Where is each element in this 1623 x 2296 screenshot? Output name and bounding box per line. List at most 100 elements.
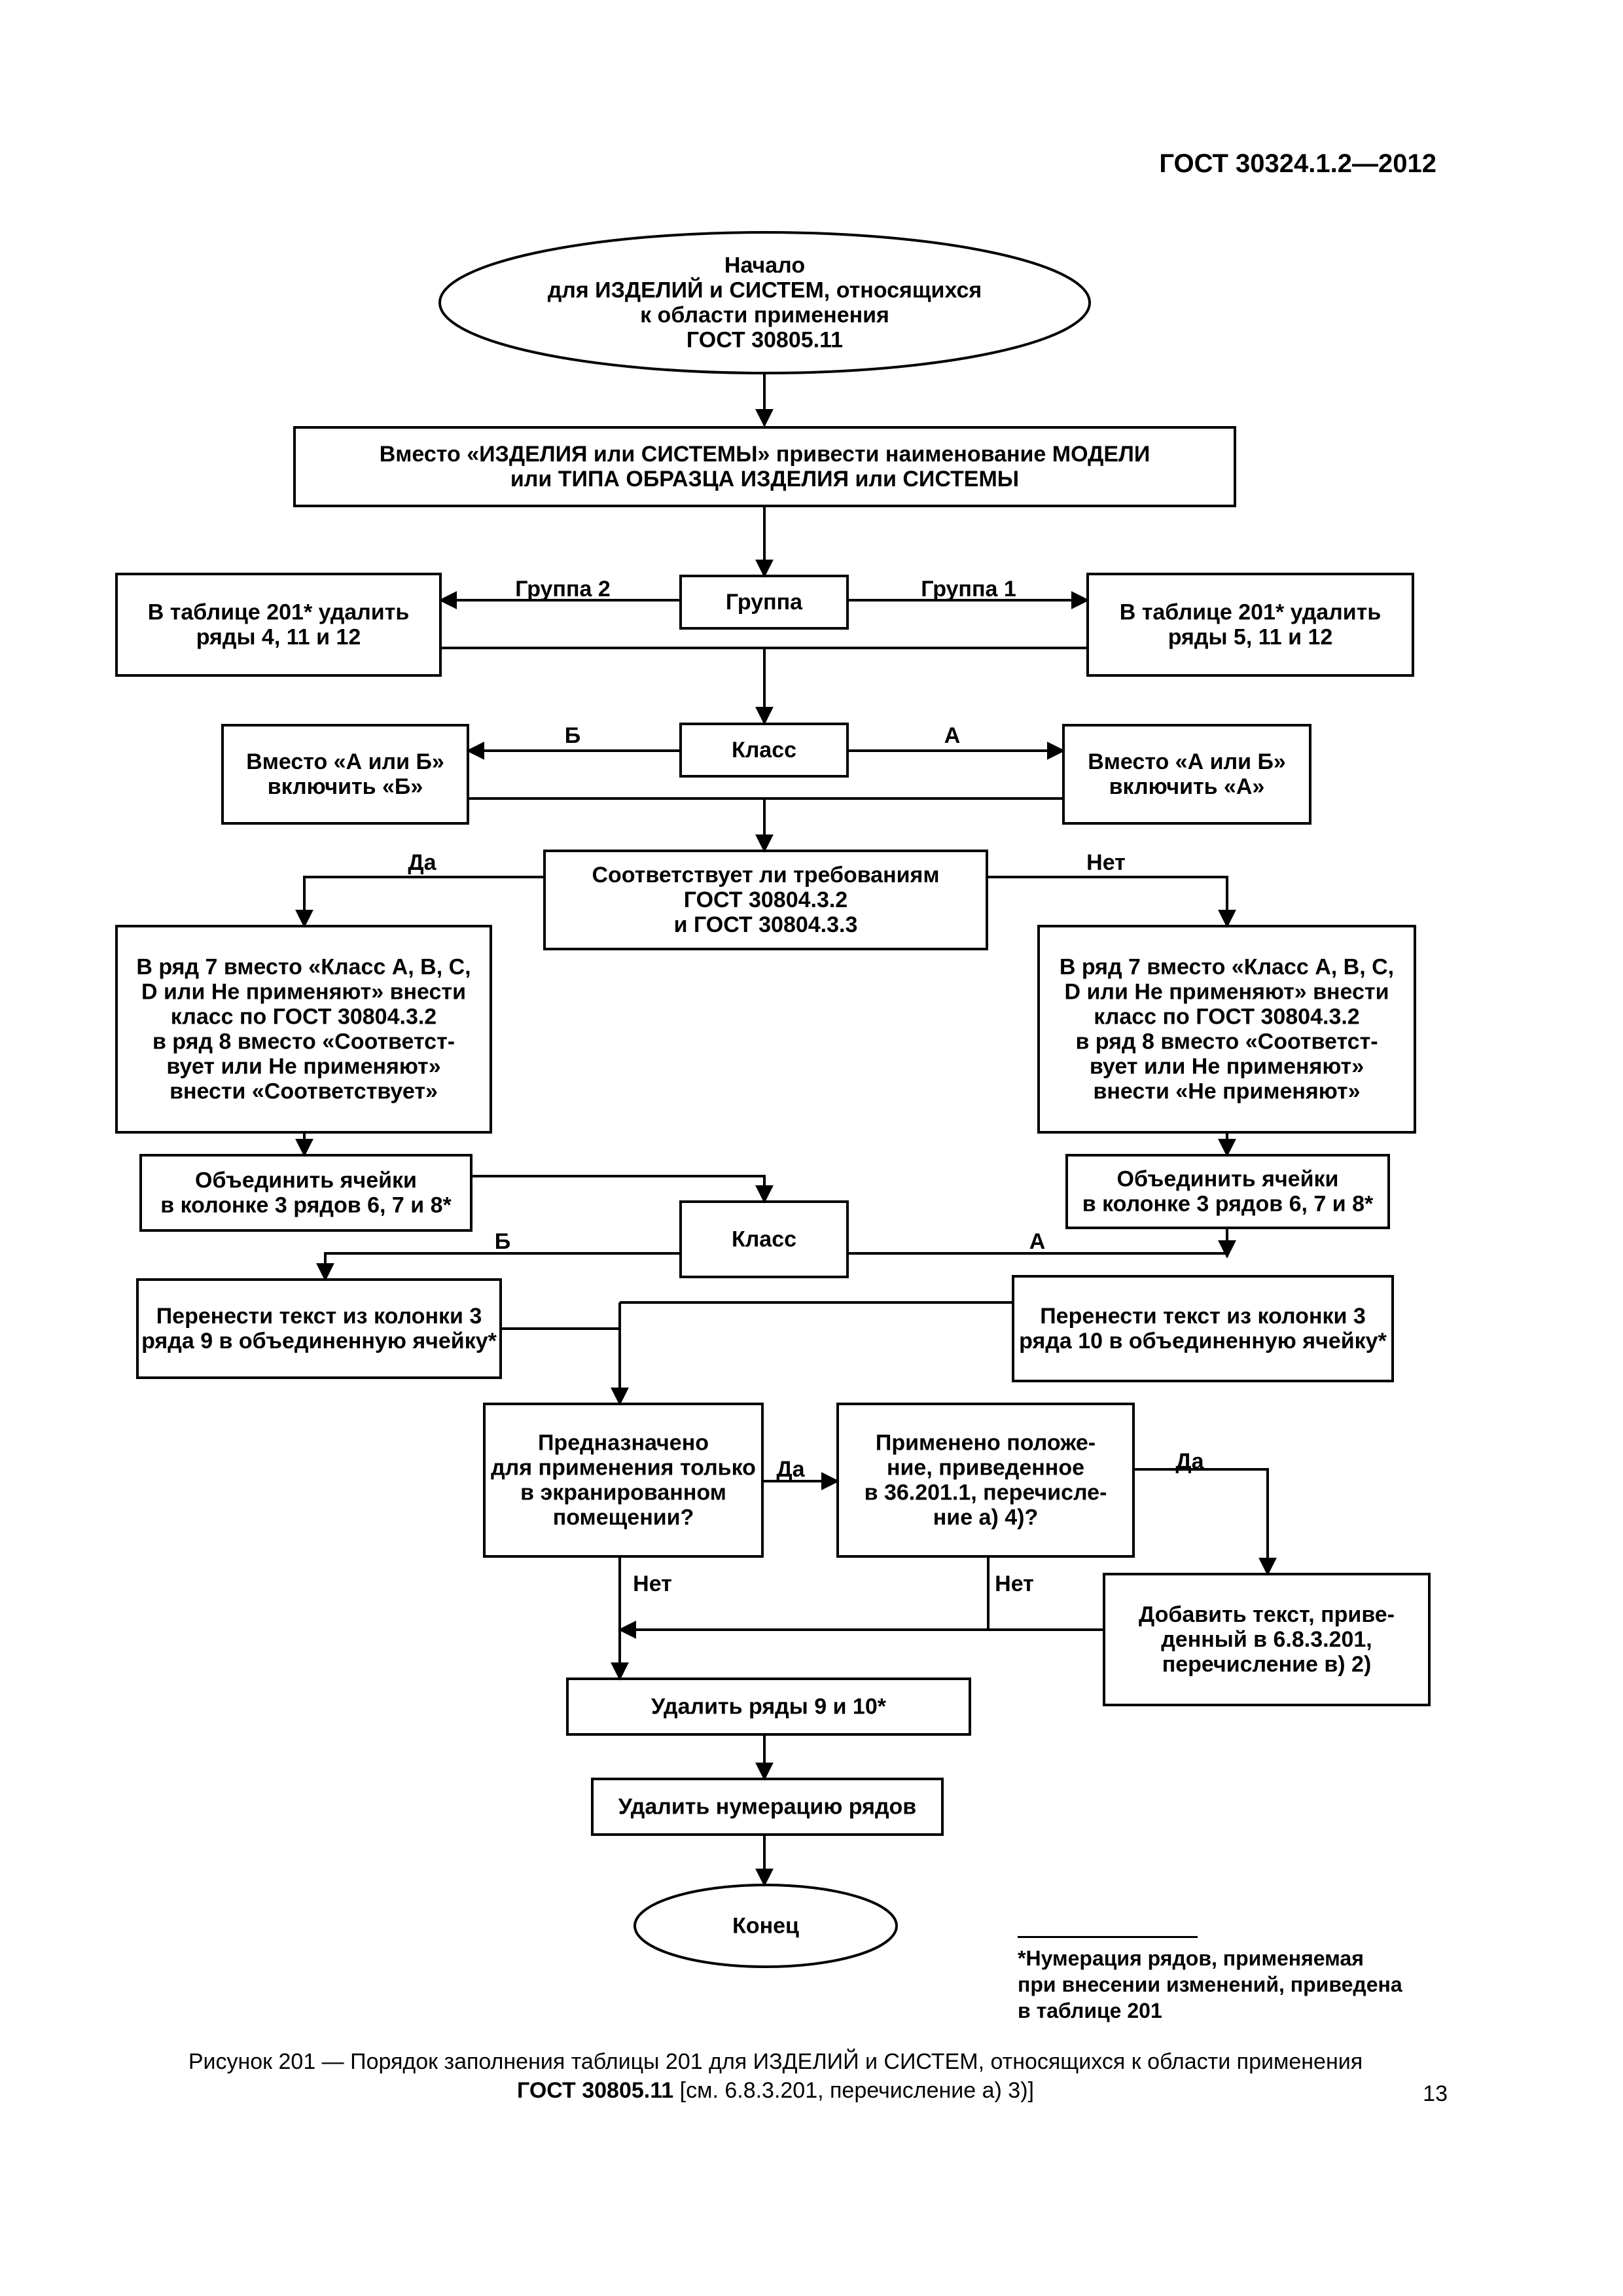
node-shape bbox=[633, 1884, 898, 1968]
node-text-line: Конец bbox=[732, 1914, 799, 1939]
node-text-line: Вместо «ИЗДЕЛИЯ или СИСТЕМЫ» привести на… bbox=[380, 442, 1150, 467]
edge-label-class1-a: А bbox=[944, 723, 961, 748]
node-text-line: Вместо «А или Б» bbox=[1088, 749, 1286, 774]
caption-line-1: Рисунок 201 — Порядок заполнения таблицы… bbox=[188, 2049, 1363, 2074]
node-text-line: Группа bbox=[726, 590, 803, 615]
node-group: Группа bbox=[679, 575, 849, 630]
node-text-line: ряды 5, 11 и 12 bbox=[1168, 625, 1333, 650]
node-row7-yes: В ряд 7 вместо «Класс А, В, С,D или Не п… bbox=[115, 925, 492, 1134]
edge-complies-no bbox=[987, 876, 1236, 928]
edge-applied-yes bbox=[1133, 1468, 1277, 1576]
node-text-line: для применения только bbox=[491, 1456, 756, 1480]
caption-standard: ГОСТ 30805.11 bbox=[517, 2078, 674, 2103]
node-text-line: Объединить ячейки bbox=[1117, 1167, 1339, 1192]
edge-label-shielded-no: Нет bbox=[633, 1571, 672, 1596]
node-delete-9-10: Удалить ряды 9 и 10* bbox=[566, 1677, 971, 1736]
node-class2: Класс bbox=[679, 1200, 849, 1278]
node-shape bbox=[679, 1200, 849, 1278]
node-shape bbox=[136, 1278, 502, 1379]
node-text-line: включить «Б» bbox=[268, 774, 423, 799]
node-shape bbox=[1086, 573, 1414, 677]
node-shape bbox=[438, 231, 1091, 374]
node-shape bbox=[1062, 724, 1311, 825]
edge-label-class2-a: А bbox=[1029, 1229, 1046, 1254]
node-text-line: В таблице 201* удалить bbox=[148, 600, 409, 625]
caption-line-2: ГОСТ 30805.11 [см. 6.8.3.201, перечислен… bbox=[105, 2076, 1446, 2105]
node-replace-name: Вместо «ИЗДЕЛИЯ или СИСТЕМЫ» привести на… bbox=[293, 426, 1236, 507]
node-shape bbox=[1037, 925, 1416, 1134]
node-shape bbox=[543, 850, 988, 950]
edge-label-class1-b: Б bbox=[565, 723, 580, 748]
figure-caption: Рисунок 201 — Порядок заполнения таблицы… bbox=[105, 2047, 1446, 2105]
footnote: *Нумерация рядов, применяемая при внесен… bbox=[1018, 1945, 1402, 2024]
node-text-line: Применено положе- bbox=[876, 1431, 1096, 1456]
edge-label-complies-yes: Да bbox=[408, 850, 437, 875]
node-shape bbox=[115, 573, 442, 677]
node-text-line: Вместо «А или Б» bbox=[246, 749, 444, 774]
node-text-line: ряда 9 в объединенную ячейку* bbox=[141, 1329, 497, 1354]
node-text-line: В ряд 7 вместо «Класс А, В, С, bbox=[136, 955, 471, 980]
edge-label-group-1: Группа 1 bbox=[921, 577, 1016, 601]
node-text-line: Класс bbox=[732, 1227, 796, 1252]
node-shape bbox=[836, 1403, 1135, 1558]
node-text-line: в колонке 3 рядов 6, 7 и 8* bbox=[160, 1193, 452, 1218]
node-shape bbox=[591, 1778, 944, 1836]
node-text-line: внести «Соответствует» bbox=[169, 1079, 438, 1104]
node-text-line: вует или Не применяют» bbox=[166, 1054, 440, 1079]
node-text-line: Удалить ряды 9 и 10* bbox=[651, 1695, 887, 1719]
node-text-line: в экранированном bbox=[520, 1480, 726, 1505]
edge-class2-b bbox=[316, 1252, 681, 1282]
node-text-line: ГОСТ 30805.11 bbox=[687, 328, 843, 353]
page-number: 13 bbox=[1423, 2081, 1448, 2106]
node-text-line: Начало bbox=[724, 253, 805, 278]
node-text-line: В таблице 201* удалить bbox=[1120, 600, 1381, 625]
node-text-line: ряда 10 в объединенную ячейку* bbox=[1019, 1329, 1387, 1354]
node-include-a: Вместо «А или Б»включить «А» bbox=[1062, 724, 1311, 825]
footnote-line: *Нумерация рядов, применяемая bbox=[1018, 1946, 1364, 1970]
edge-label-group-2: Группа 2 bbox=[515, 577, 611, 601]
edge-label-applied-no: Нет bbox=[995, 1571, 1034, 1596]
node-text-line: для ИЗДЕЛИЙ и СИСТЕМ, относящихся bbox=[548, 278, 982, 303]
node-text-line: вует или Не применяют» bbox=[1090, 1054, 1364, 1079]
node-shape bbox=[221, 724, 469, 825]
node-text-line: помещении? bbox=[553, 1505, 694, 1530]
node-text-line: Перенести текст из колонки 3 bbox=[1040, 1304, 1366, 1329]
node-add-text: Добавить текст, приве-денный в 6.8.3.201… bbox=[1103, 1573, 1431, 1706]
node-row7-no: В ряд 7 вместо «Класс А, В, С,D или Не п… bbox=[1037, 925, 1416, 1134]
footnote-rule bbox=[1018, 1936, 1198, 1938]
edge-label-shielded-yes: Да bbox=[776, 1457, 805, 1482]
node-shape bbox=[566, 1677, 971, 1736]
node-shape bbox=[1012, 1275, 1394, 1382]
node-text-line: в колонке 3 рядов 6, 7 и 8* bbox=[1082, 1192, 1374, 1217]
node-shape bbox=[679, 575, 849, 630]
edge-label-applied-yes: Да bbox=[1175, 1449, 1204, 1474]
node-shape bbox=[1065, 1154, 1390, 1229]
node-text-line: Предназначено bbox=[538, 1431, 709, 1456]
node-text-line: Перенести текст из колонки 3 bbox=[156, 1304, 482, 1329]
node-text-line: Класс bbox=[732, 738, 796, 762]
node-text-line: В ряд 7 вместо «Класс А, В, С, bbox=[1060, 955, 1394, 980]
node-class1: Класс bbox=[679, 723, 849, 778]
node-text-line: ГОСТ 30804.3.2 bbox=[684, 888, 847, 912]
node-text-line: перечисление в) 2) bbox=[1162, 1652, 1372, 1677]
node-shape bbox=[483, 1403, 764, 1558]
node-text-line: Добавить текст, приве- bbox=[1139, 1602, 1395, 1627]
doc-code: ГОСТ 30324.1.2—2012 bbox=[1159, 149, 1436, 178]
caption-reference: [см. 6.8.3.201, перечисление а) 3)] bbox=[673, 2078, 1034, 2103]
node-text-line: Объединить ячейки bbox=[195, 1168, 417, 1193]
edge-label-class2-b: Б bbox=[495, 1229, 510, 1254]
node-text-line: или ТИПА ОБРАЗЦА ИЗДЕЛИЯ или СИСТЕМЫ bbox=[510, 467, 1019, 492]
node-text-line: денный в 6.8.3.201, bbox=[1161, 1627, 1372, 1652]
edge-label-complies-no: Нет bbox=[1086, 850, 1126, 875]
node-text-line: ние, приведенное bbox=[887, 1456, 1084, 1480]
node-text-line: в ряд 8 вместо «Соответст- bbox=[152, 1030, 455, 1054]
node-delete-numbering: Удалить нумерацию рядов bbox=[591, 1778, 944, 1836]
